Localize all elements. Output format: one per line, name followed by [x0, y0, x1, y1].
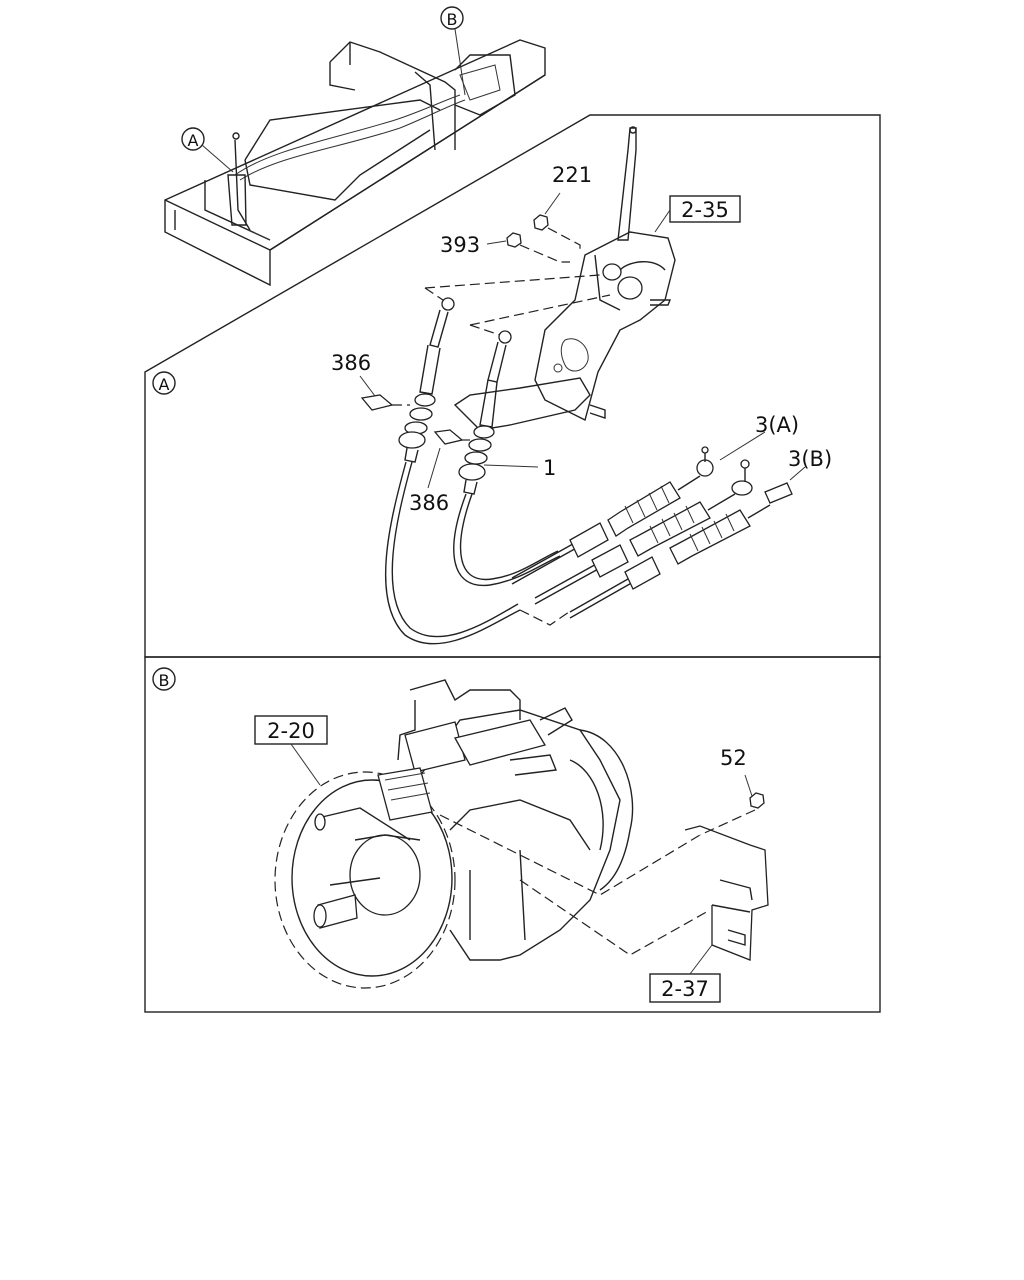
- callout-1: 1: [543, 456, 556, 480]
- clip-386-upper: [359, 375, 410, 411]
- cable-end-left: [398, 274, 601, 463]
- marker-b-top: B: [440, 6, 466, 96]
- marker-a-top: A: [181, 127, 234, 173]
- section-a-frame: [144, 114, 881, 658]
- callout-386-upper: 386: [331, 351, 371, 375]
- marker-b-section: B: [152, 667, 176, 691]
- callout-52: 52: [720, 746, 747, 770]
- callout-3b: 3(B): [788, 447, 832, 471]
- cable-end-right: [458, 294, 611, 495]
- callout-3a: 3(A): [755, 413, 799, 437]
- transmission: [274, 679, 769, 989]
- nut-221: [533, 192, 581, 252]
- marker-a-top-label: A: [188, 131, 199, 150]
- cable-3-upper: [511, 446, 714, 585]
- ref-2-35-label: 2-35: [681, 198, 729, 222]
- cable-loops: [384, 461, 573, 645]
- marker-a-section: A: [152, 371, 176, 395]
- ref-box-2-37: 2-37: [649, 944, 721, 1003]
- ref-box-2-35: 2-35: [654, 195, 741, 233]
- marker-a-section-label: A: [159, 375, 170, 394]
- ref-2-37-label: 2-37: [661, 977, 709, 1001]
- nut-393: [486, 232, 570, 263]
- ref-2-20-label: 2-20: [267, 719, 315, 743]
- cable-3-middle: [534, 459, 753, 605]
- marker-b-section-label: B: [159, 671, 170, 690]
- section-b-frame: [144, 656, 881, 1013]
- callout-393: 393: [440, 233, 480, 257]
- callout-386-lower: 386: [409, 491, 449, 515]
- callout-221: 221: [552, 163, 592, 187]
- section-a-leaders: [483, 431, 806, 481]
- chassis-overview: [164, 39, 546, 287]
- clip-386-lower: [427, 429, 470, 489]
- cable-3-lower: [569, 482, 793, 619]
- ref-box-2-20: 2-20: [254, 715, 328, 786]
- marker-b-top-label: B: [447, 10, 458, 29]
